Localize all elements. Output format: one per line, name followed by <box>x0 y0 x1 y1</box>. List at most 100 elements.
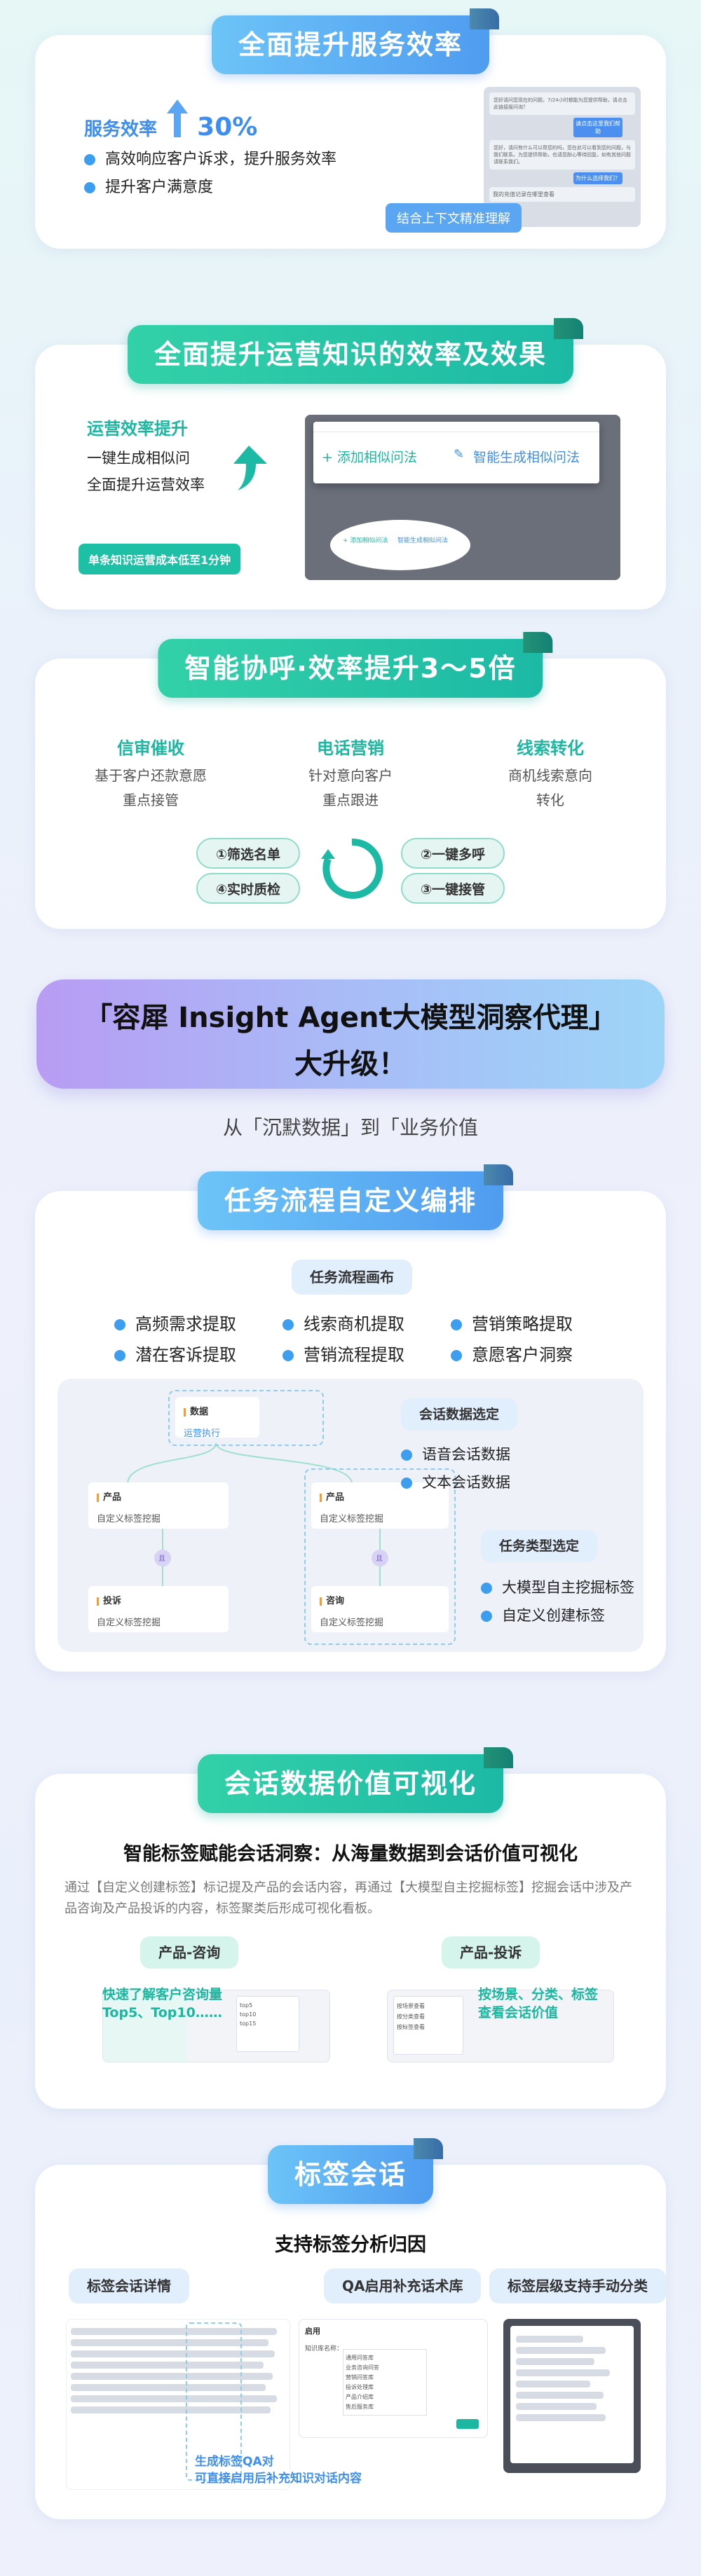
scenario-col: 线索转化 商机线索意向 转化 <box>508 738 592 808</box>
section-title: 智能协呼·效率提升3～5倍 <box>158 639 543 698</box>
session-value-card: 会话数据价值可视化 智能标签赋能会话洞察：从海量数据到会话价值可视化 通过【自定… <box>35 1754 666 2109</box>
flow-node-product-b: 产品 自定义标签挖掘 <box>311 1482 449 1529</box>
task-item: 大模型自主挖掘标签 <box>481 1576 634 1597</box>
complaint-screenshot: 按场景查看 按分类查看 按标签查看 <box>387 1990 614 2062</box>
complaint-note: 按场景、分类、标签 查看会话价值 <box>478 1987 599 2020</box>
ops-line: 一键生成相似问 <box>87 450 190 467</box>
metric: 服务效率 30% <box>84 98 257 142</box>
step-filter-list: ①筛选名单 <box>196 838 300 869</box>
bullet-dot-icon <box>481 1583 492 1594</box>
dialog-confirm-button[interactable] <box>456 2419 479 2429</box>
flow-node-product-a: 产品 自定义标签挖掘 <box>88 1482 229 1529</box>
flow-item: 营销策略提取 <box>451 1310 573 1335</box>
similar-question-toolbar: + 添加相似问法 ✎ 智能生成相似问法 <box>313 422 599 483</box>
magic-wand-icon: ✎ <box>454 447 465 462</box>
arrow-up-icon <box>165 98 189 142</box>
highlight-column <box>186 2322 242 2481</box>
scenario-col: 信审催收 基于客户还款意愿 重点接管 <box>95 738 207 808</box>
chat-bubble: 您好，请问有什么可以帮您的吗，您在此可以看到您的问题，与我们联系。为您提供帮助，… <box>489 140 635 170</box>
callout-label: 结合上下文精准理解 <box>386 203 522 233</box>
section-heading: 支持标签分析归因 <box>275 2234 426 2256</box>
metric-value: 30% <box>197 113 258 142</box>
flow-item: 线索商机提取 <box>283 1310 404 1335</box>
tab-qa-enable[interactable]: QA启用补充话术库 <box>324 2268 482 2303</box>
section-heading: 智能标签赋能会话洞察：从海量数据到会话价值可视化 <box>123 1843 578 1865</box>
task-select-label: 任务类型选定 <box>481 1530 598 1562</box>
flow-item: 潜在客诉提取 <box>114 1341 236 1365</box>
chat-button[interactable]: 为什么选择我们？ <box>573 172 622 184</box>
hero-banner: 「容犀 Insight Agent大模型洞察代理」 大升级！ <box>36 979 665 1089</box>
metric-label: 服务效率 <box>84 119 158 140</box>
task-flow-card: 任务流程自定义编排 任务流程画布 高频需求提取 线索商机提取 营销策略提取 潜在… <box>35 1171 666 1672</box>
and-badge: 且 <box>376 1555 383 1563</box>
bullet-dot-icon <box>84 182 95 193</box>
mini-add-link[interactable]: + 添加相似问法 <box>343 537 388 544</box>
tag-detail-table <box>66 2319 290 2490</box>
bullet-dot-icon <box>451 1319 462 1330</box>
tag-product-complaint: 产品-投诉 <box>442 1936 540 1969</box>
canvas-label: 任务流程画布 <box>292 1260 412 1295</box>
bullet-dot-icon <box>451 1350 462 1361</box>
dropdown-popup: top5 top10 top15 <box>236 1996 299 2052</box>
ops-line: 全面提升运营效率 <box>87 476 205 493</box>
qa-note: 生成标签QA对 可直接启用后补充知识对话内容 <box>195 2455 362 2486</box>
qa-enable-dialog: 启用 知识库名称： 通用问答库 业务咨询问答 营销问答库 投诉处理库 产品介绍库… <box>299 2319 488 2438</box>
consult-screenshot: top5 top10 top15 <box>102 1990 330 2062</box>
section-title: 全面提升服务效率 <box>211 15 490 74</box>
add-similar-button[interactable]: + 添加相似问法 <box>322 450 417 465</box>
chat-screenshot: 您好请问您现在的问题，7/24小时都能为您提供帮助，请点击此链接报问询？ 请点击… <box>484 87 641 227</box>
dropdown-popup: 按场景查看 按分类查看 按标签查看 <box>393 1996 463 2055</box>
step-realtime-qa: ④实时质检 <box>196 873 300 904</box>
tag-session-card: 标签会话 支持标签分析归因 标签会话详情 QA启用补充话术库 标签层级支持手动分… <box>35 2145 666 2519</box>
flow-node-consult: 咨询 自定义标签挖掘 <box>311 1586 449 1632</box>
arrow-up-right-icon <box>228 443 270 496</box>
bullet-item: 提升客户满意度 <box>84 174 336 202</box>
mini-smart-link[interactable]: 智能生成相似问法 <box>397 537 449 544</box>
tab-manual-classify[interactable]: 标签层级支持手动分类 <box>489 2268 666 2303</box>
bullet-dot-icon <box>283 1350 294 1361</box>
session-item: 语音会话数据 <box>401 1443 510 1464</box>
chat-bubble: 您好请问您现在的问题，7/24小时都能为您提供帮助，请点击此链接报问询？ <box>489 92 635 115</box>
flow-item: 营销流程提取 <box>283 1341 404 1365</box>
dialog-select-list: 通用问答库 业务咨询问答 营销问答库 投诉处理库 产品介绍库 售后服务库 <box>343 2349 427 2416</box>
tab-tag-detail[interactable]: 标签会话详情 <box>69 2268 189 2303</box>
manual-classify-screenshot <box>503 2319 641 2473</box>
similar-question-screenshot: + 添加相似问法 ✎ 智能生成相似问法 + 添加相似问法 智能生成相似问法 <box>305 415 620 580</box>
mini-ellipse <box>330 520 470 570</box>
operations-efficiency-card: 全面提升运营知识的效率及效果 运营效率提升 一键生成相似问 全面提升运营效率 单… <box>35 325 666 609</box>
bullet-dot-icon <box>401 1449 412 1461</box>
flow-node-group-b <box>304 1468 456 1645</box>
service-efficiency-card: 全面提升服务效率 服务效率 30% 高效响应客户诉求，提升服务效率 提升客户满意… <box>35 15 666 249</box>
bullet-item: 高效响应客户诉求，提升服务效率 <box>84 146 336 174</box>
smart-generate-button[interactable]: 智能生成相似问法 <box>473 450 580 465</box>
session-item: 文本会话数据 <box>401 1471 510 1492</box>
bullet-dot-icon <box>84 154 95 165</box>
task-item: 自定义创建标签 <box>481 1604 605 1625</box>
hero-subtitle: 从「沉默数据」到「业务价值 <box>222 1116 478 1139</box>
and-badge: 且 <box>158 1555 165 1563</box>
flow-node-complaint: 投诉 自定义标签挖掘 <box>88 1586 229 1632</box>
section-title: 全面提升运营知识的效率及效果 <box>127 325 574 384</box>
session-select-label: 会话数据选定 <box>401 1398 518 1431</box>
bullet-dot-icon <box>401 1478 412 1489</box>
flow-connectors <box>127 1442 388 1589</box>
flow-item: 意愿客户洞察 <box>451 1341 573 1365</box>
chat-bubble: 我的充值记录在哪里查看 <box>489 187 635 202</box>
section-title: 会话数据价值可视化 <box>197 1754 504 1813</box>
flow-item: 高频需求提取 <box>114 1310 236 1335</box>
bullet-dot-icon <box>283 1319 294 1330</box>
flow-node-top: 数据 运营执行 <box>168 1390 324 1446</box>
consult-note: 快速了解客户咨询量 Top5、Top10…… <box>102 1987 223 2020</box>
chat-button[interactable]: 请点击这里我们帮助 <box>573 118 622 137</box>
section-title: 标签会话 <box>267 2145 434 2204</box>
tag-product-consult: 产品-咨询 <box>140 1936 239 1969</box>
step-multi-call: ②一键多呼 <box>401 838 505 869</box>
cost-badge: 单条知识运营成本低至1分钟 <box>79 544 241 574</box>
ops-heading: 运营效率提升 <box>87 419 188 439</box>
bullet-list: 高效响应客户诉求，提升服务效率 提升客户满意度 <box>84 146 336 202</box>
smart-calling-card: 智能协呼·效率提升3～5倍 信审催收 基于客户还款意愿 重点接管 电话营销 针对… <box>35 639 666 929</box>
scenario-col: 电话营销 针对意向客户 重点跟进 <box>308 738 393 808</box>
hero-title-line2: 大升级！ <box>294 1048 407 1080</box>
section-title: 任务流程自定义编排 <box>197 1171 504 1230</box>
flow-canvas: 且 且 数据 运营执行 产品 自定义标签挖掘 投诉 自定义标签挖掘 产品 自定义… <box>57 1379 644 1652</box>
